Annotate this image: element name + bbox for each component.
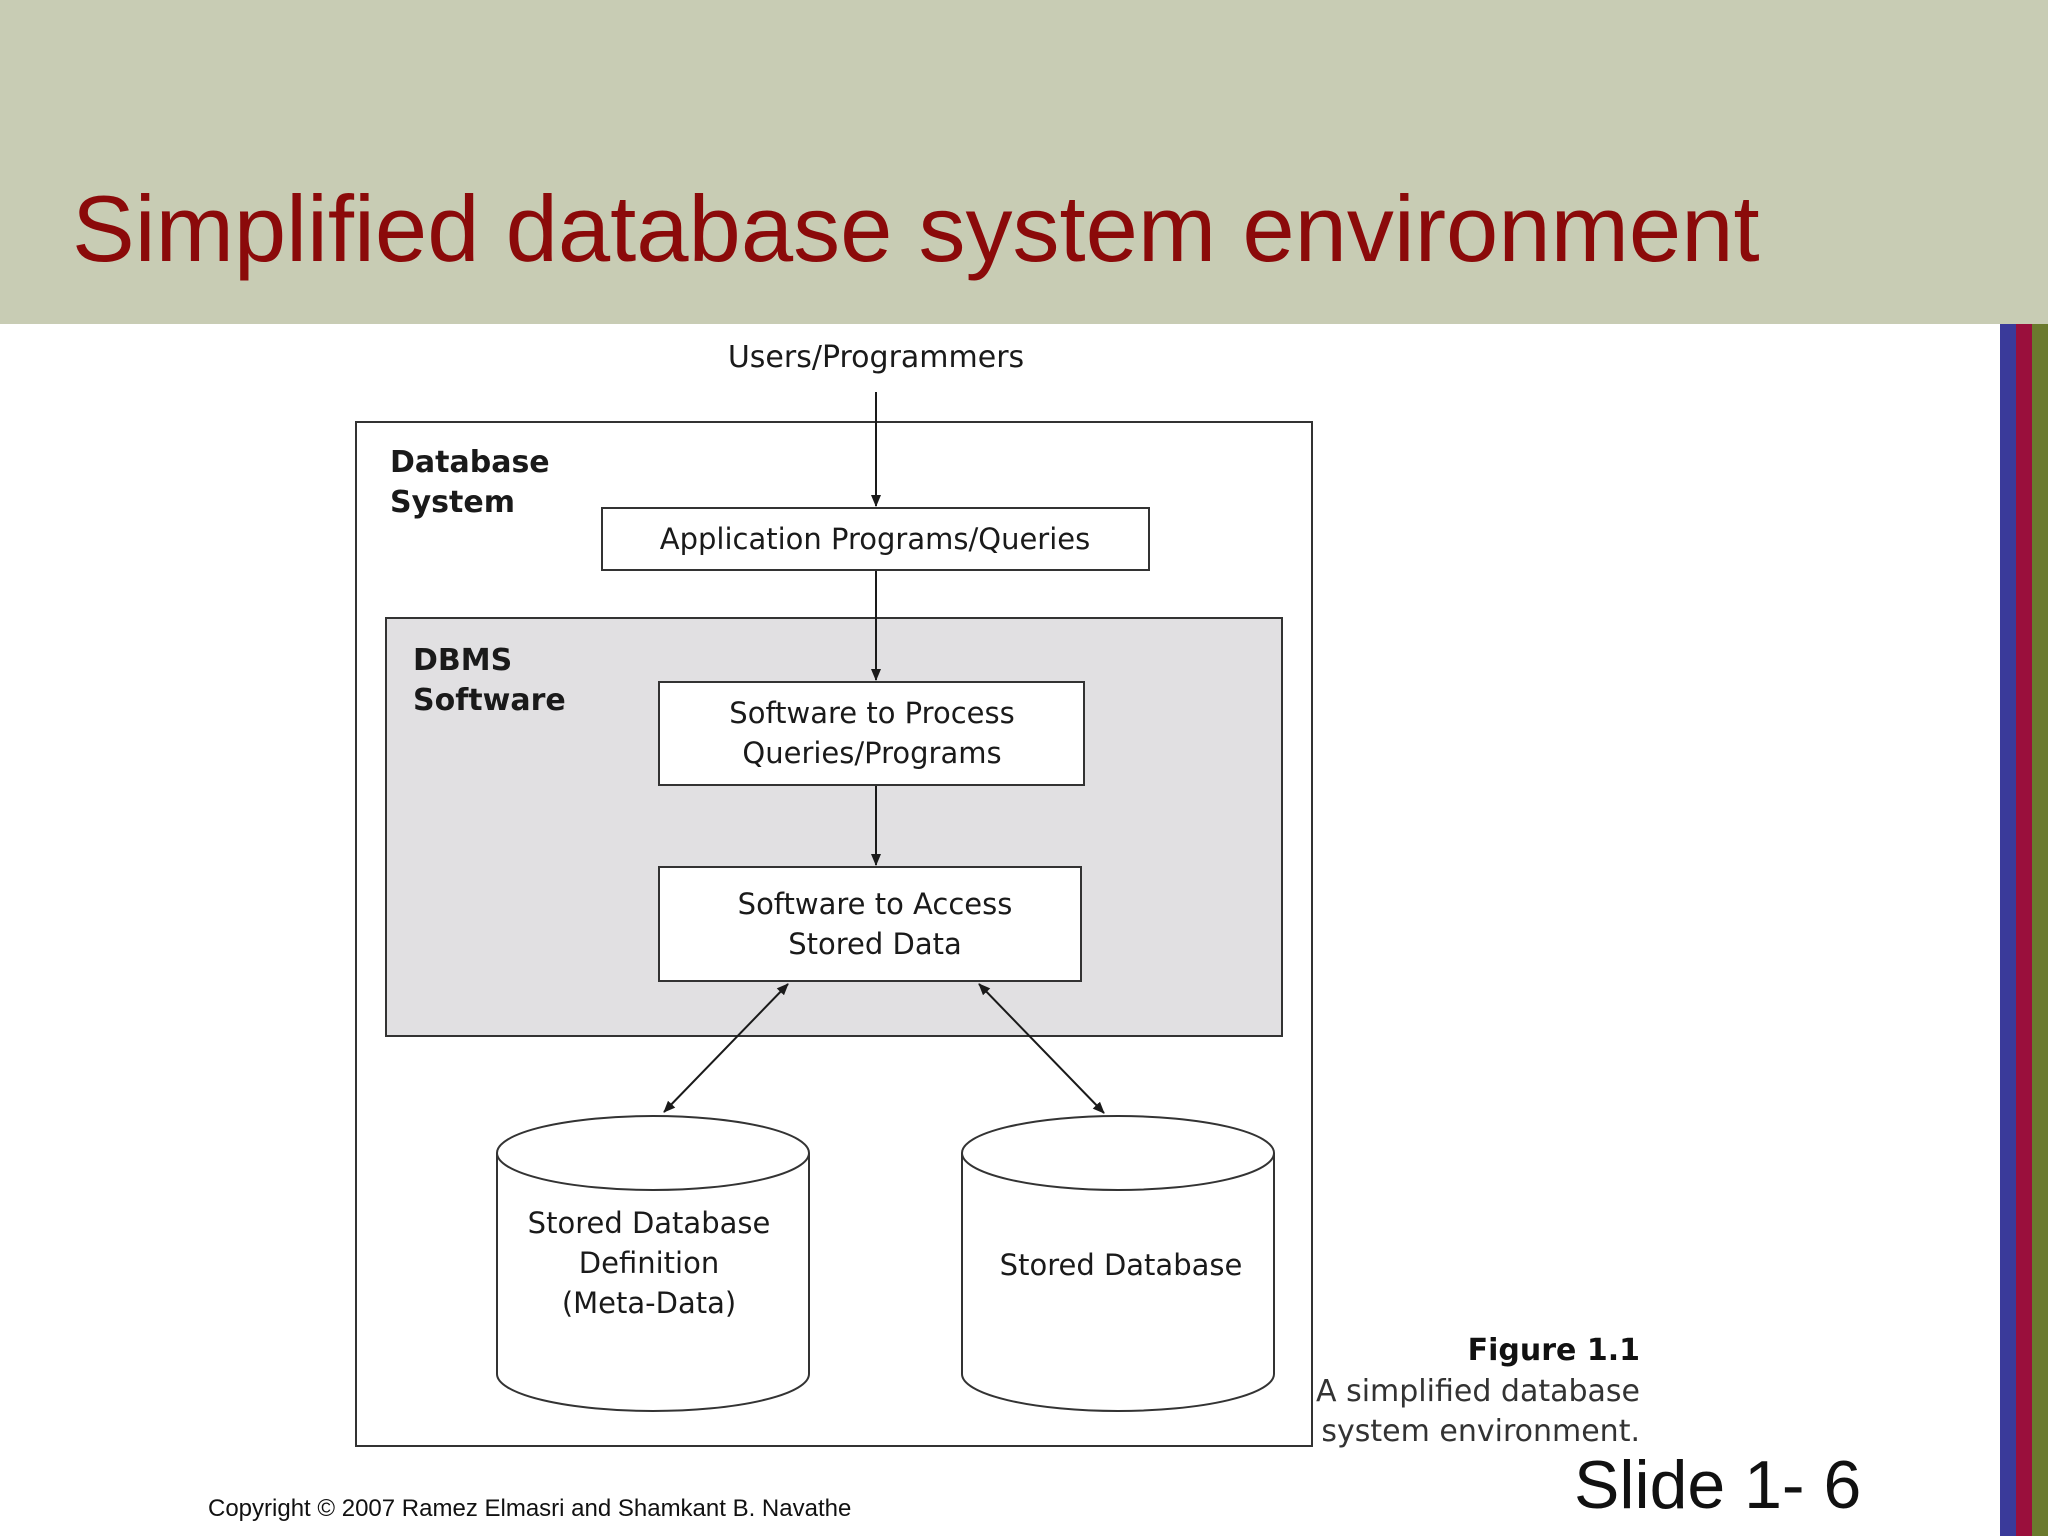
metadata-cylinder [496,1115,810,1412]
metadata-label-line3: (Meta-Data) [562,1286,736,1320]
dbms-label-line1: DBMS [413,643,512,678]
figure-caption: Figure 1.1 A simplified database system … [1316,1330,1640,1452]
access-stored-data-label-line1: Software to Access [738,887,1013,921]
stripe-blue [2000,324,2016,1536]
caption-line-1: A simplified database [1316,1374,1640,1409]
copyright-text: Copyright © 2007 Ramez Elmasri and Shamk… [208,1495,852,1522]
metadata-label-line2: Definition [579,1246,719,1280]
stripe-crimson [2016,324,2032,1536]
slide-header [0,0,2048,324]
metadata-label-line1: Stored Database [528,1206,771,1240]
stored-database-cylinder [961,1115,1275,1412]
application-programs-label: Application Programs/Queries [660,522,1090,556]
application-programs-box [601,507,1150,571]
database-system-label-line1: Database [390,445,550,480]
process-queries-box [658,681,1085,786]
database-system-label-line2: System [390,485,515,520]
process-queries-label-line1: Software to Process [729,696,1014,730]
stored-database-label: Stored Database [1000,1248,1243,1282]
arrow-access-to-stored-db [978,983,1105,1114]
users-programmers-label: Users/Programmers [728,340,1024,375]
caption-line-2: system environment. [1321,1414,1640,1449]
access-stored-data-box [658,866,1082,982]
access-stored-data-label-line2: Stored Data [788,927,962,961]
arrow-access-to-metadata [663,983,789,1113]
figure-label: Figure 1.1 [1467,1333,1640,1368]
slide-title: Simplified database system environment [72,176,1760,281]
slide-number: Slide 1- 6 [1574,1447,1862,1523]
side-stripes [2000,324,2048,1536]
dbms-label-line2: Software [413,683,566,718]
process-queries-label-line2: Queries/Programs [742,736,1001,770]
stripe-olive [2032,324,2048,1536]
